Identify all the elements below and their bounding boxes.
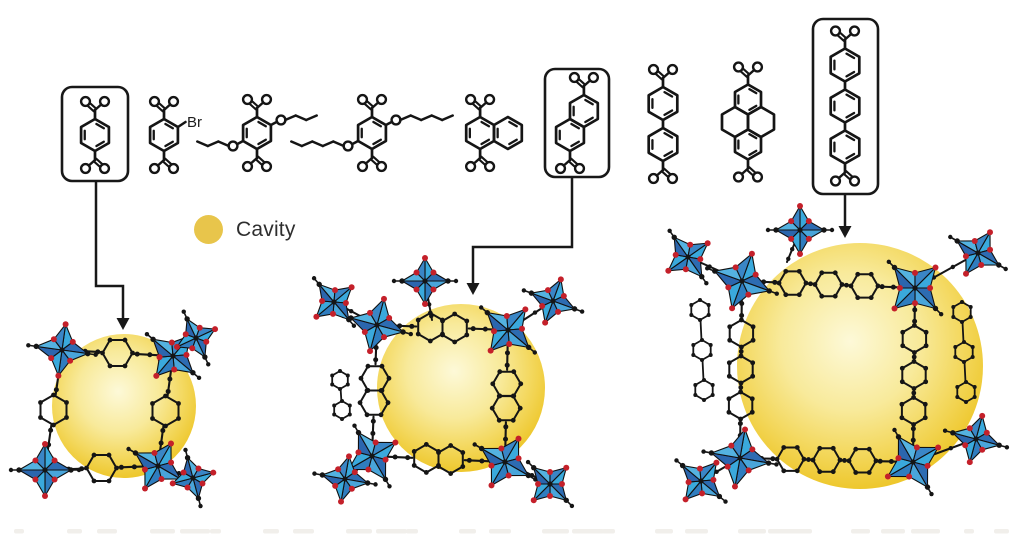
back-edge-fragment (330, 369, 352, 421)
linker-8-thpdc (720, 61, 776, 183)
back-edge-fragment (689, 298, 715, 402)
linker-9-polyphenyl (811, 17, 880, 196)
zn4o-cluster (665, 228, 711, 286)
organic-linker-edge (357, 332, 392, 449)
mof-1 (8, 309, 219, 509)
zn4o-cluster (942, 412, 1010, 466)
zn4o-cluster (144, 331, 202, 381)
cavity-swatch-icon (194, 215, 223, 244)
linker-to-mof-arrow-2 (466, 177, 574, 295)
zn4o-cluster (311, 276, 357, 328)
zn4o-cluster (886, 259, 944, 317)
zn4o-cluster (312, 453, 378, 505)
linker-1-bdc (60, 85, 130, 183)
zn4o-cluster (701, 426, 779, 490)
cropped-caption-remnant (14, 529, 1009, 534)
cavity-legend: Cavity (194, 215, 296, 244)
zn4o-cluster (525, 459, 575, 509)
zn4o-cluster (345, 423, 399, 489)
linker-to-mof-arrow-1 (94, 181, 130, 330)
back-edge-fragment (951, 300, 977, 404)
zn4o-cluster (126, 440, 190, 492)
mof-frameworks (8, 203, 1010, 509)
zn4o-cluster (521, 276, 585, 326)
organic-linker-edge (384, 310, 501, 345)
linker-3-bdc_or (196, 93, 318, 173)
svg-text:Br: Br (187, 114, 202, 131)
zn4o-cluster (948, 229, 1008, 277)
mof-2 (311, 255, 585, 509)
zn4o-cluster (674, 458, 728, 504)
zn4o-cluster (173, 309, 219, 367)
linker-library: Br (60, 17, 880, 196)
zn4o-cluster (169, 447, 217, 509)
linker-4-bdc_or (290, 93, 454, 173)
linker-to-mof-arrow-3 (838, 194, 852, 238)
zn4o-cluster (26, 321, 98, 379)
zn4o-cluster (884, 427, 942, 497)
zn4o-cluster (391, 255, 459, 307)
zn4o-cluster (8, 441, 82, 499)
mof-3 (665, 203, 1010, 504)
arrows (94, 177, 852, 330)
zn4o-cluster (478, 305, 538, 355)
linker-5-ndc14 (464, 93, 524, 173)
linker-6-ndc26 (543, 67, 611, 179)
zn4o-cluster (472, 435, 538, 489)
zn4o-cluster (765, 203, 835, 257)
linker-7-polyphenyl (647, 63, 679, 185)
zn4o-cluster (705, 250, 779, 312)
cavity-label: Cavity (236, 217, 296, 241)
cavity-sphere (737, 243, 983, 489)
linker-2-bdc_br: Br (148, 95, 202, 175)
